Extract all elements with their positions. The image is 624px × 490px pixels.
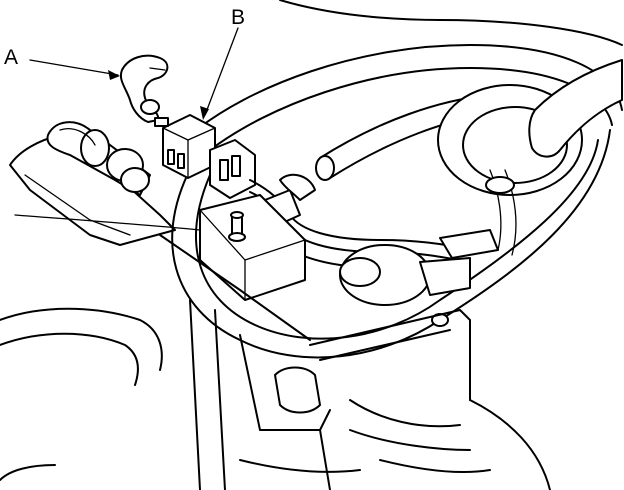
fender-panel [0, 134, 201, 481]
lower-frame [159, 234, 551, 490]
callout-leaders [29, 27, 239, 120]
vacuum-hose-a [120, 54, 169, 123]
wiring-harness [249, 173, 499, 268]
left-hose [46, 121, 151, 196]
solenoid-valve-b [154, 114, 256, 199]
mounting-bracket [199, 194, 306, 301]
callout-label-b: B [231, 6, 245, 29]
right-grommet [437, 59, 623, 256]
canister [339, 244, 471, 327]
callout-label-a: A [4, 46, 18, 69]
